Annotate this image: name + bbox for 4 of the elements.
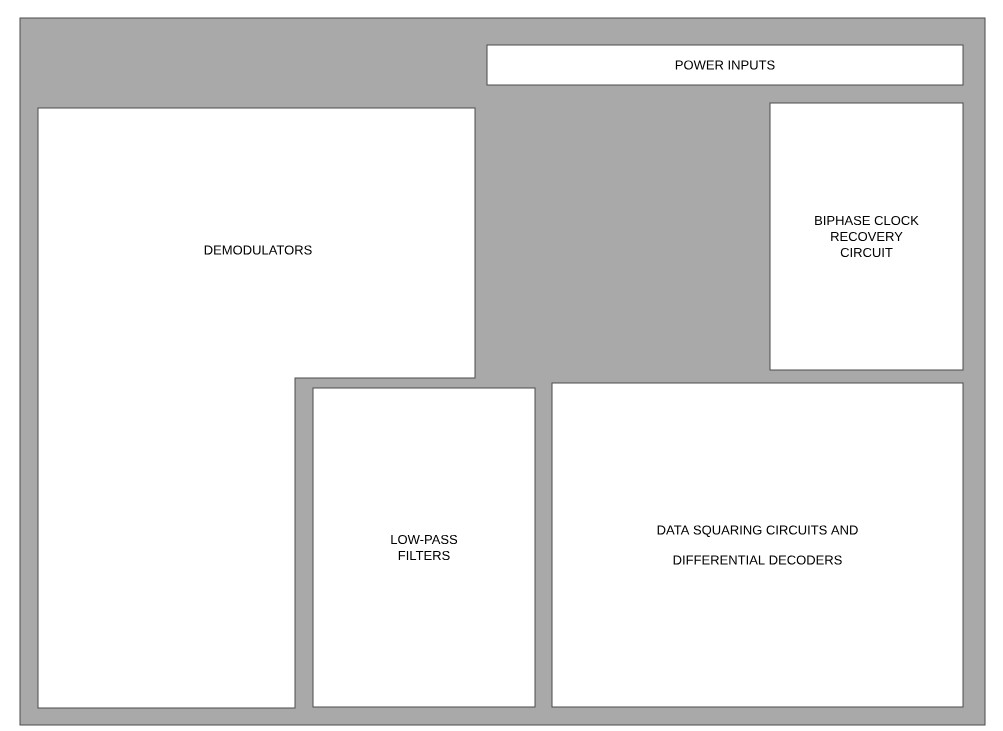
block-box: DATA SQUARING CIRCUITS AND DIFFERENTIAL DECODERS [551, 382, 964, 708]
block-box: POWER INPUTS [486, 44, 964, 86]
block-box: BIPHASE CLOCK RECOVERY CIRCUIT [769, 102, 964, 371]
block-box: LOW-PASS FILTERS [312, 387, 536, 708]
